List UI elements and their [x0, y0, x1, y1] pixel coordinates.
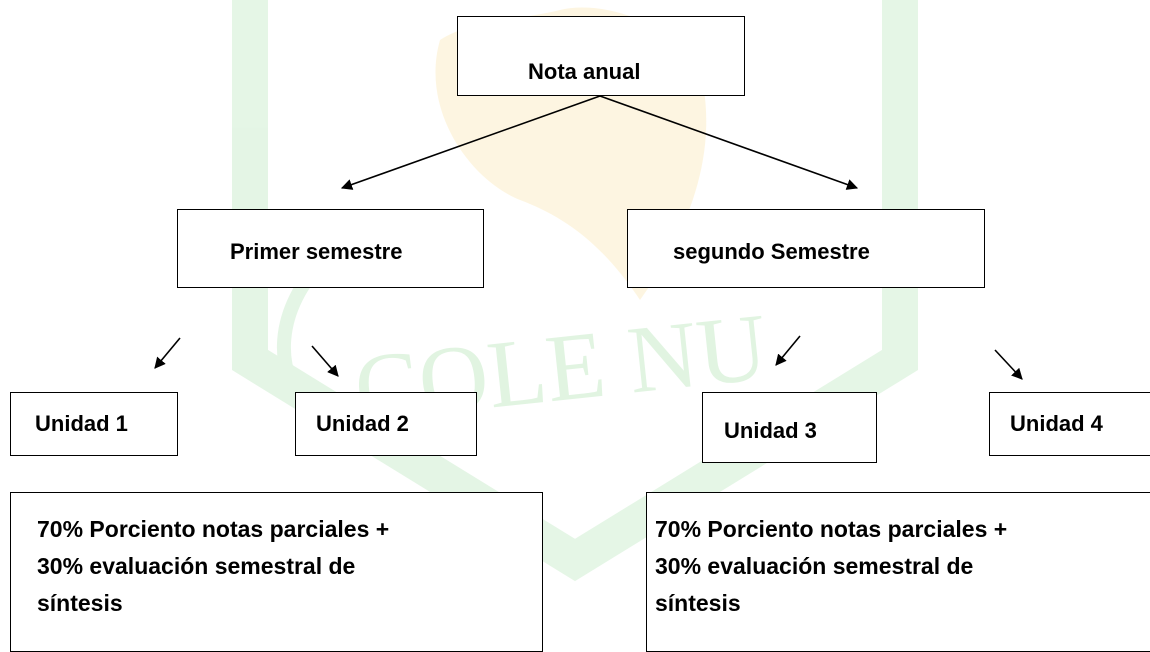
- unit-node-label: Unidad 2: [316, 411, 409, 436]
- unit-node-3: Unidad 3: [702, 392, 877, 463]
- arrow-semester-2-to-unit-3: [775, 335, 801, 366]
- arrow-root-to-semester-2: [599, 95, 859, 190]
- arrow-semester-1-to-unit-2: [311, 345, 339, 377]
- unit-node-1: Unidad 1: [10, 392, 178, 456]
- unit-node-label: Unidad 3: [724, 418, 817, 443]
- grading-note-line: síntesis: [655, 590, 741, 616]
- semester-node-label: segundo Semestre: [673, 239, 870, 264]
- unit-node-label: Unidad 1: [35, 411, 128, 436]
- unit-node-label: Unidad 4: [1010, 411, 1103, 436]
- arrow-root-to-semester-1: [340, 95, 601, 190]
- semester-node-label: Primer semestre: [230, 239, 403, 264]
- grading-note-line: 30% evaluación semestral de: [655, 553, 974, 579]
- grading-note-line: 30% evaluación semestral de: [37, 553, 356, 579]
- semester-node-primer: Primer semestre: [177, 209, 484, 288]
- arrow-semester-1-to-unit-1: [154, 337, 181, 369]
- grading-note-line: 70% Porciento notas parciales +: [655, 516, 1008, 542]
- grading-note-line: síntesis: [37, 590, 123, 616]
- root-node-nota-anual: Nota anual: [457, 16, 745, 96]
- root-node-label: Nota anual: [528, 59, 641, 84]
- unit-node-4: Unidad 4: [989, 392, 1150, 456]
- grading-note-semester-2: 70% Porciento notas parciales + 30% eval…: [646, 492, 1150, 652]
- grading-note-semester-1: 70% Porciento notas parciales + 30% eval…: [10, 492, 543, 652]
- arrow-semester-2-to-unit-4: [994, 349, 1023, 380]
- grading-note-line: 70% Porciento notas parciales +: [37, 516, 390, 542]
- unit-node-2: Unidad 2: [295, 392, 477, 456]
- semester-node-segundo: segundo Semestre: [627, 209, 985, 288]
